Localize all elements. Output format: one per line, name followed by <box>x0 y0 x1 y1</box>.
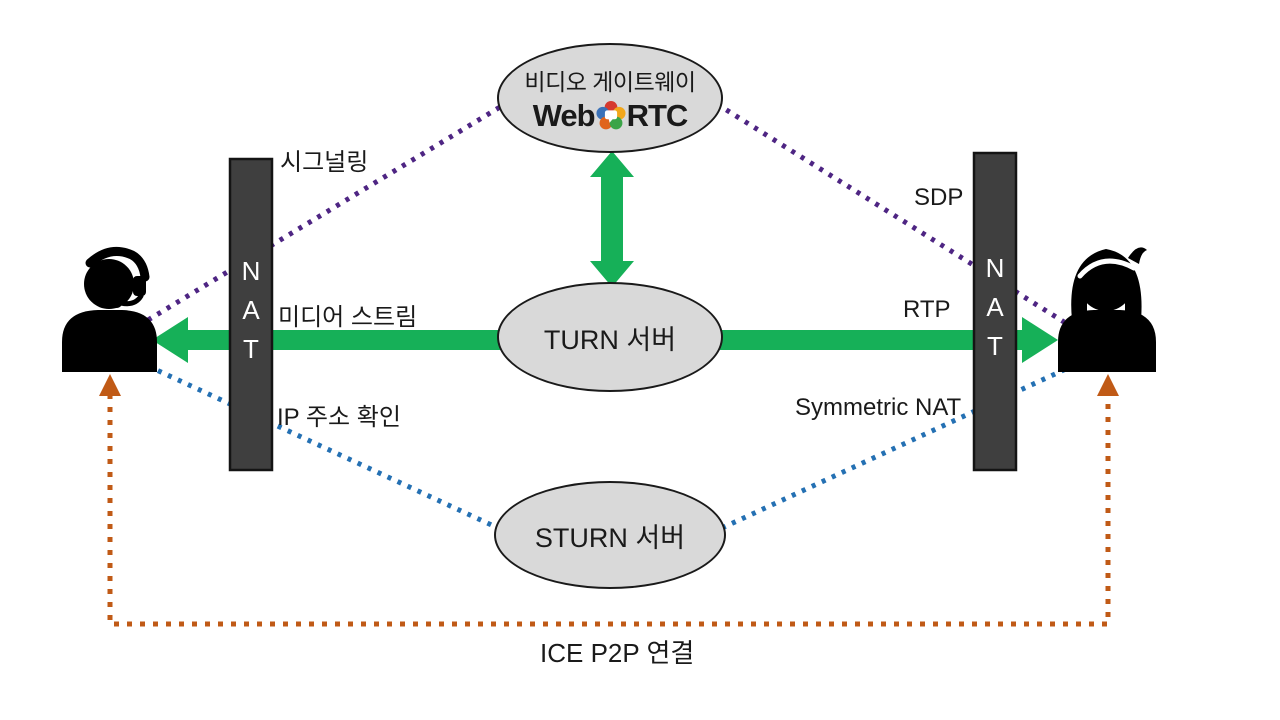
turn-label: TURN 서버 <box>543 324 677 355</box>
label-symmetric-nat: Symmetric NAT <box>795 394 962 421</box>
label-sdp: SDP <box>914 184 964 211</box>
gateway-node: 비디오 게이트웨이 Web RTC <box>497 43 723 153</box>
stun-line-left <box>146 363 500 531</box>
webrtc-brand: Web RTC <box>532 97 689 134</box>
gateway-arrowhead-up <box>590 151 634 177</box>
nat-box-left <box>228 157 274 472</box>
gateway-turn-bar <box>601 174 623 266</box>
gateway-label: 비디오 게이트웨이 <box>524 68 696 95</box>
label-rtp: RTP <box>903 296 951 323</box>
label-signaling: 시그널링 <box>280 149 369 176</box>
label-ice-p2p: ICE P2P 연결 <box>540 638 695 668</box>
label-ip-check: IP 주소 확인 <box>277 404 401 431</box>
stun-line-right <box>720 365 1070 531</box>
webrtc-brand-web: Web <box>532 97 596 133</box>
webrtc-logo-icon <box>596 100 626 129</box>
sturn-label: STURN 서버 <box>534 522 686 553</box>
ice-arrowhead-left <box>99 374 121 396</box>
ice-arrowhead-right <box>1097 374 1119 396</box>
sturn-node: STURN 서버 <box>494 481 726 589</box>
headset-person-icon <box>62 246 157 372</box>
label-media-stream: 미디어 스트림 <box>278 304 418 331</box>
gateway-arrowhead-down <box>590 261 634 287</box>
media-arrowhead-right <box>1022 317 1058 363</box>
turn-node: TURN 서버 <box>497 282 723 392</box>
media-arrowhead-left <box>152 317 188 363</box>
signaling-line-left <box>146 101 507 323</box>
nat-right-label: NAT <box>980 253 1010 370</box>
webrtc-brand-rtc: RTC <box>626 97 689 133</box>
nat-left-label: NAT <box>236 256 266 373</box>
ice-p2p-path <box>107 394 1111 627</box>
nat-box-right <box>972 151 1018 472</box>
woman-person-icon <box>1058 247 1156 372</box>
